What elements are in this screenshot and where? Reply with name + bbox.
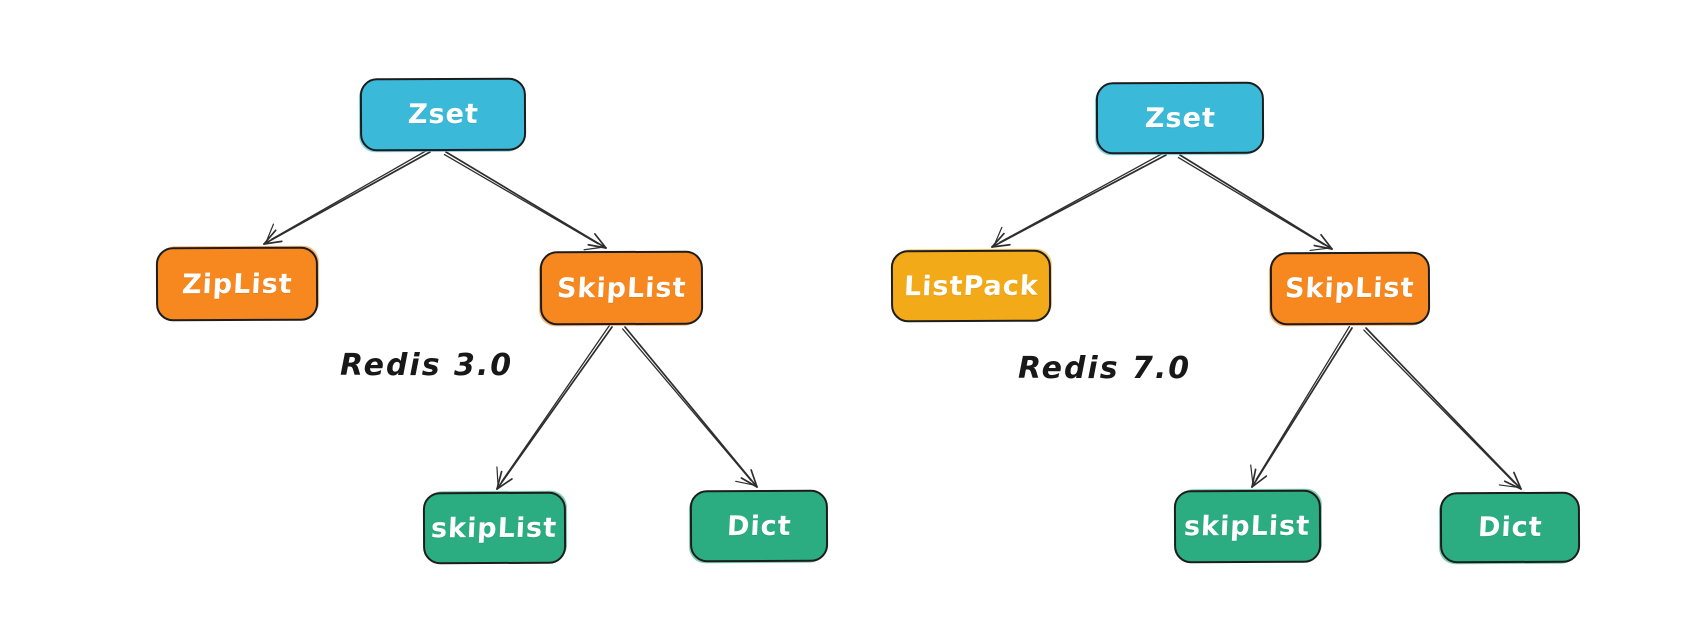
redis-3-0-node-zset: Zset — [359, 77, 527, 152]
redis-3-0-edge-skiplist-to-skiplist-impl — [496, 324, 613, 490]
redis-3-0-edge-skiplist-to-dict — [622, 326, 758, 488]
redis-3-0-node-skiplist: SkipList — [539, 250, 704, 326]
redis-3-0-edge-zset-to-ziplist — [263, 148, 431, 245]
node-label: SkipList — [556, 272, 687, 304]
redis-7-0-node-zset: Zset — [1095, 81, 1265, 155]
node-label: Dict — [725, 510, 793, 542]
redis-3-0-caption: Redis 3.0 — [340, 348, 514, 383]
redis-3-0-node-dict: Dict — [689, 489, 829, 563]
redis-7-0-node-skiplist: SkipList — [1269, 251, 1431, 326]
node-label: skipList — [1183, 510, 1312, 543]
redis-7-0-node-dict: Dict — [1439, 491, 1581, 564]
redis-7-0-caption: Redis 7.0 — [1018, 351, 1192, 386]
node-label: Dict — [1476, 511, 1544, 544]
node-label: Zset — [406, 98, 480, 131]
redis-7-0-edge-zset-to-listpack — [991, 151, 1167, 248]
redis-7-0-node-listpack: ListPack — [890, 249, 1052, 323]
node-label: skipList — [430, 512, 559, 544]
redis-7-0-node-skiplist-impl: skipList — [1173, 489, 1322, 564]
node-label: Zset — [1143, 102, 1217, 134]
redis-3-0-node-ziplist: ZipList — [155, 246, 319, 322]
redis-7-0-edge-zset-to-skiplist — [1177, 154, 1333, 252]
node-label: ZipList — [180, 268, 294, 300]
redis-3-0-edge-zset-to-skiplist — [443, 151, 607, 251]
redis-3-0-node-skiplist-impl: skipList — [422, 491, 567, 565]
redis-7-0-edge-skiplist-to-skiplist-impl — [1250, 325, 1353, 488]
node-label: ListPack — [902, 270, 1040, 302]
node-label: SkipList — [1284, 272, 1416, 305]
redis-7-0-edge-skiplist-to-dict — [1363, 327, 1522, 490]
